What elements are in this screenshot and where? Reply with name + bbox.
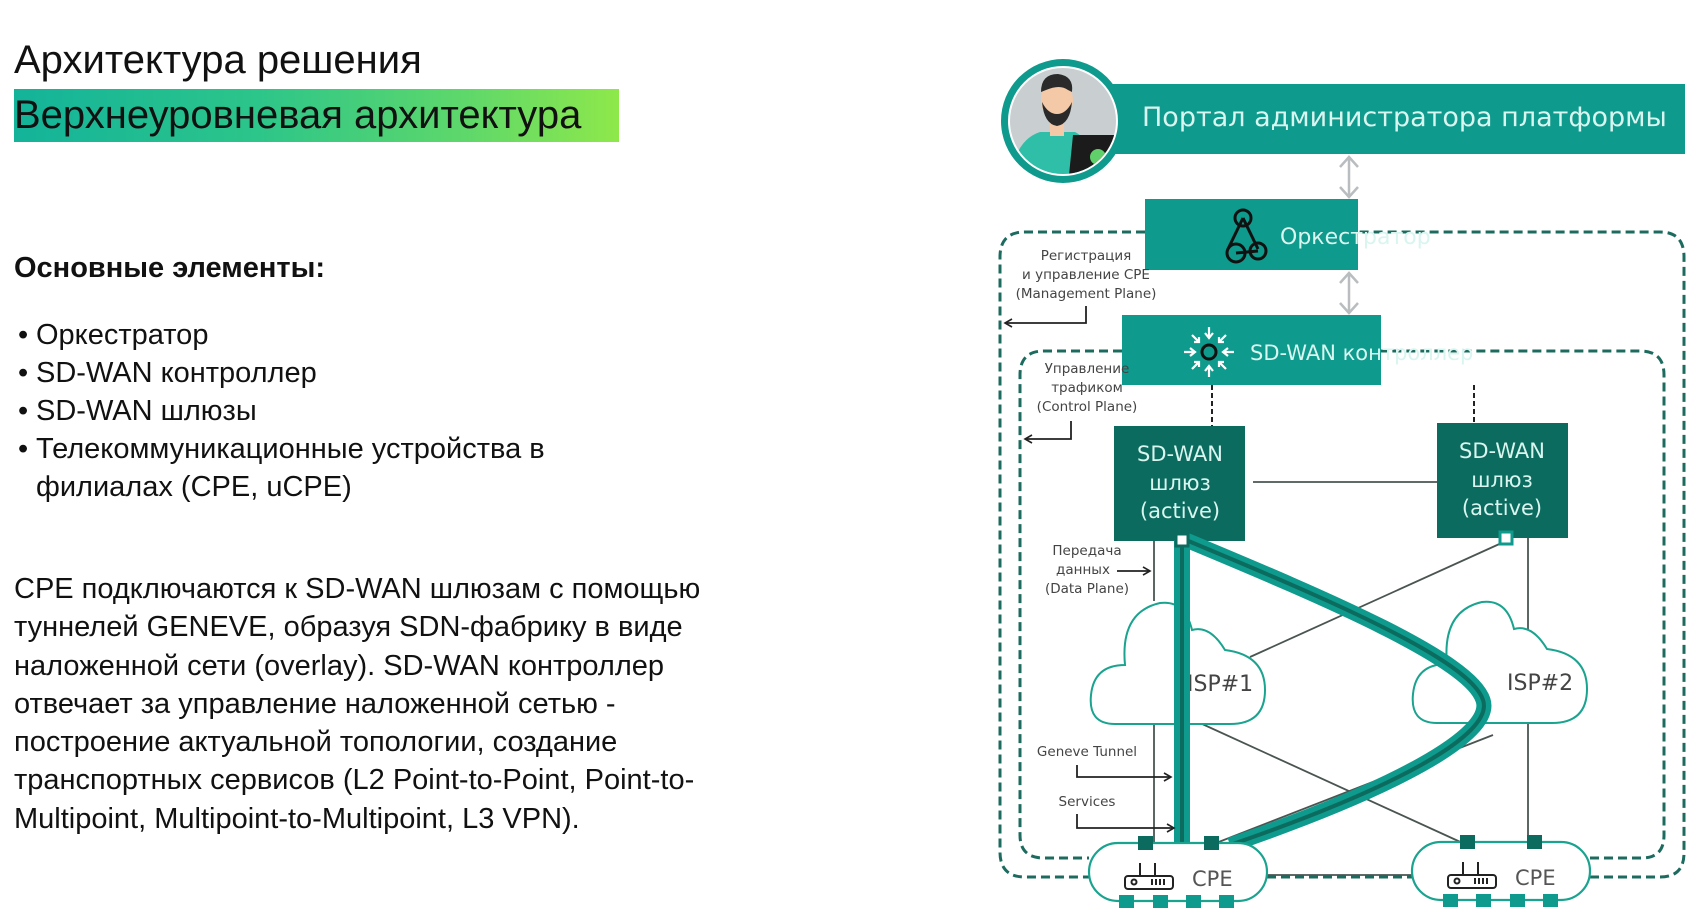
slide-subtitle: Верхнеуровневая архитектура — [14, 89, 619, 142]
svg-text:(Management Plane): (Management Plane) — [1016, 286, 1157, 302]
list-item: •Оркестратор — [18, 316, 596, 354]
svg-text:и управление CPE: и управление CPE — [1022, 267, 1150, 283]
converging-arrows-icon — [1184, 327, 1234, 377]
gateway-2-line1: SD-WAN — [1459, 439, 1545, 463]
orchestrator-label: Оркестратор — [1280, 225, 1431, 250]
description-paragraph: CPE подключаются к SD-WAN шлюзам с помощ… — [14, 573, 701, 835]
gateway-2-line3: (active) — [1462, 496, 1542, 520]
management-plane-boundary — [998, 230, 1686, 879]
gateway-port-icon — [1174, 532, 1190, 548]
services-note: Services — [1059, 794, 1176, 833]
list-item: •Телекоммуникационные устройства в филиа… — [18, 430, 596, 506]
svg-text:Регистрация: Регистрация — [1041, 248, 1132, 264]
bullet-icon: • — [18, 319, 29, 351]
cpe-ports — [1119, 835, 1558, 908]
section-heading: Основные элементы: — [14, 252, 326, 284]
cpe-box-2[interactable] — [1410, 840, 1592, 902]
svg-text:(Control Plane): (Control Plane) — [1037, 399, 1138, 415]
gateway-1-line3: (active) — [1140, 499, 1220, 523]
bullet-icon: • — [18, 357, 29, 389]
controller-box[interactable] — [1122, 315, 1381, 385]
portal-label: Портал администратора платформы — [1142, 102, 1667, 133]
cpe-1-label: CPE — [1192, 867, 1233, 891]
geneve-tunnel-note: Geneve Tunnel — [1037, 744, 1173, 782]
controller-label: SD-WAN контроллер — [1250, 341, 1473, 365]
svg-text:данных: данных — [1056, 562, 1110, 578]
geneve-tunnel-curved — [1183, 533, 1492, 853]
data-plane-note: Передача данных (Data Plane) — [1045, 543, 1152, 597]
svg-text:Управление: Управление — [1045, 361, 1130, 377]
control-plane-boundary — [1018, 349, 1666, 860]
svg-text:трафиком: трафиком — [1051, 380, 1123, 396]
isp-2-cloud[interactable] — [1411, 600, 1589, 724]
svg-text:Geneve Tunnel: Geneve Tunnel — [1037, 744, 1137, 760]
administrator-avatar-icon — [1001, 59, 1125, 183]
control-plane-note: Управление трафиком (Control Plane) — [1023, 361, 1138, 444]
cpe-2-label: CPE — [1515, 866, 1556, 890]
list-item: •SD-WAN шлюзы — [18, 392, 596, 430]
gateway-box-1[interactable] — [1114, 426, 1245, 541]
gateway-port-icon — [1498, 530, 1514, 546]
list-item: •SD-WAN контроллер — [18, 354, 596, 392]
bullet-icon: • — [18, 433, 29, 465]
slide-title: Архитектура решения — [14, 38, 422, 82]
svg-text:(Data Plane): (Data Plane) — [1045, 581, 1129, 597]
double-arrow-icon — [1339, 155, 1359, 199]
bullet-icon: • — [18, 395, 29, 427]
gateway-2-line2: шлюз — [1471, 468, 1532, 492]
elements-list: •Оркестратор •SD-WAN контроллер •SD-WAN … — [18, 316, 596, 506]
gateway-1-line2: шлюз — [1149, 471, 1210, 495]
management-plane-note: Регистрация и управление CPE (Management… — [1003, 248, 1157, 328]
router-icon — [1124, 863, 1174, 890]
isp-1-label: ISP#1 — [1187, 672, 1253, 697]
svg-text:Передача: Передача — [1052, 543, 1121, 559]
isp-2-label: ISP#2 — [1507, 671, 1573, 696]
double-arrow-icon — [1339, 271, 1359, 315]
gateway-box-2[interactable] — [1437, 423, 1568, 538]
cpe-box-1[interactable] — [1087, 841, 1269, 903]
svg-text:Services: Services — [1059, 794, 1116, 810]
webhook-triangle-icon — [1225, 208, 1268, 264]
gateway-1-line1: SD-WAN — [1137, 442, 1223, 466]
portal-box[interactable] — [1063, 84, 1685, 154]
router-icon — [1447, 862, 1497, 889]
